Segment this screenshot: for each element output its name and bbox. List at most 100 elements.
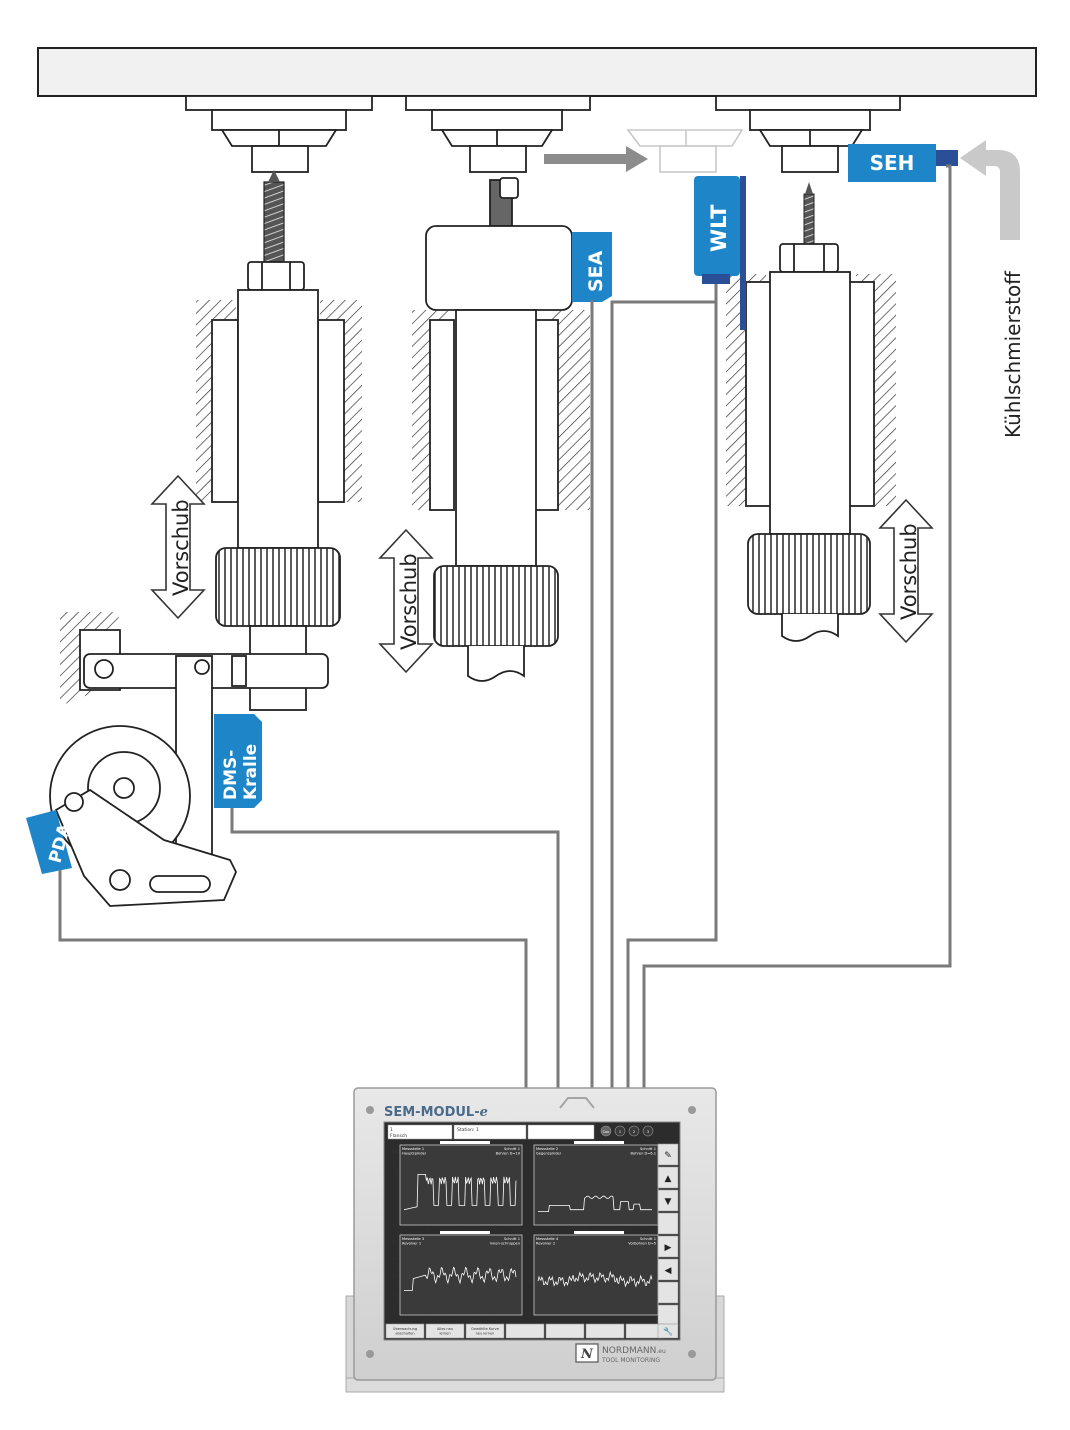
cables	[58, 164, 952, 1088]
status-icon[interactable]	[614, 1125, 626, 1137]
y-tick-label: 65	[527, 1269, 532, 1274]
seh-sensor: SEH	[848, 144, 958, 182]
spindle-body-2	[433, 309, 559, 682]
y-tick-label: 4	[396, 1195, 399, 1200]
svg-text:Flansch: Flansch	[390, 1133, 407, 1139]
status-icon[interactable]	[642, 1125, 654, 1137]
brand-name: NORDMANN.eu	[602, 1346, 666, 1356]
cable-pda	[58, 870, 528, 1088]
y-tick-label: 5	[530, 1160, 533, 1165]
status-icon-label: 3	[647, 1130, 649, 1134]
bottom-button[interactable]	[545, 1323, 585, 1339]
side-button[interactable]	[657, 1304, 679, 1327]
side-button-column: ✎▲ ▼ ▶◀	[657, 1143, 679, 1327]
bottom-button-label: Überwachung	[393, 1326, 417, 1331]
feed-label-1: Vorschub	[169, 499, 193, 596]
y-tick-label: 6	[530, 1149, 533, 1154]
nordmann-logo: N NORDMANN.eu TOOL MONITORING	[575, 1343, 666, 1364]
panel-title-right: Schnitt 1	[640, 1237, 656, 1241]
y-tick-label: 10	[393, 1160, 398, 1165]
dms-label-line1: DMS-	[221, 750, 241, 800]
signal-curve	[537, 1270, 653, 1288]
feed-label-2: Vorschub	[397, 553, 421, 650]
tool-change-ghost	[626, 129, 744, 173]
y-tick-label: 1	[530, 1207, 533, 1212]
x-tick-label: 0	[401, 1317, 404, 1322]
feed-arrow-1: Vorschub	[150, 474, 206, 620]
svg-text:N: N	[580, 1347, 594, 1362]
x-tick-label: 7.65	[626, 1317, 635, 1322]
x-tick-label: 3.47	[444, 1227, 453, 1232]
y-tick-label: 50	[527, 1299, 532, 1304]
side-button[interactable]: ◀	[657, 1258, 679, 1281]
brand-sub: TOOL MONITORING	[601, 1357, 660, 1364]
panel-title-right: Bohren D=6.1	[631, 1152, 656, 1156]
y-tick-label: 55	[527, 1289, 532, 1294]
bottom-button[interactable]	[585, 1323, 625, 1339]
x-tick-label: 1.74	[421, 1227, 430, 1232]
x-tick-label: 5.76	[650, 1227, 659, 1232]
y-tick-label: 4	[530, 1172, 533, 1177]
side-button[interactable]: ✎	[657, 1143, 679, 1166]
y-tick-label: 12	[393, 1149, 398, 1154]
arrow-down-icon: ▼	[665, 1197, 672, 1207]
y-tick-label: 70	[527, 1259, 532, 1264]
housing-hatch-3	[726, 274, 896, 507]
x-tick-label: 4.61	[626, 1227, 635, 1232]
panel-title-right: Innen-schruppen	[490, 1242, 520, 1246]
machine-beam	[37, 47, 1037, 97]
y-tick-label: 60	[527, 1279, 532, 1284]
status-icon-label: 1	[619, 1130, 621, 1134]
cable-wlt	[610, 284, 718, 1088]
housing-hatch-1	[196, 300, 362, 503]
panel-title-left: Hauptspindel	[402, 1152, 426, 1156]
x-tick-label: 1.15	[555, 1227, 564, 1232]
wlt-label: WLT	[707, 204, 731, 252]
status-icon[interactable]	[628, 1125, 640, 1137]
header-left-field[interactable]	[387, 1124, 453, 1140]
x-tick-label: 1.91	[555, 1317, 564, 1322]
y-tick-label: 8	[396, 1172, 399, 1177]
housing-hatch-2	[412, 310, 590, 511]
side-button[interactable]: ▼	[657, 1189, 679, 1212]
wlt-sensor: WLT	[694, 176, 746, 330]
y-tick-label: 6	[396, 1184, 399, 1189]
feed-arrow-2: Vorschub	[378, 528, 434, 674]
panel-unit: %	[392, 1239, 396, 1244]
side-button[interactable]	[657, 1212, 679, 1235]
x-tick-label: 0	[535, 1227, 538, 1232]
status-icon[interactable]	[600, 1125, 612, 1137]
panel-title-right: Schnitt 1	[640, 1147, 656, 1151]
status-icon-label: Con	[603, 1130, 610, 1134]
panel-unit: kW	[526, 1149, 532, 1154]
cable-dms	[230, 808, 560, 1088]
bottom-button[interactable]	[505, 1323, 545, 1339]
header-station-field[interactable]	[453, 1124, 527, 1140]
x-tick-label: 4.94	[467, 1317, 476, 1322]
x-tick-label: 5.74	[603, 1317, 612, 1322]
side-button[interactable]: ▲	[657, 1166, 679, 1189]
y-tick-label: 2	[396, 1207, 399, 1212]
device-title: SEM-MODUL-e	[384, 1105, 488, 1120]
spindle-head-1	[185, 95, 373, 173]
side-button[interactable]	[657, 1281, 679, 1304]
y-tick-label: 80	[393, 1256, 398, 1261]
sea-sensor: SEA	[572, 232, 612, 302]
spindle-head-2	[405, 95, 591, 173]
wrench-icon: 🔧	[663, 1326, 673, 1336]
x-tick-label: 3.30	[444, 1317, 453, 1322]
panel-title-left: Messstelle 1	[402, 1147, 424, 1151]
pda-disc	[49, 725, 237, 907]
side-button[interactable]: ▶	[657, 1235, 679, 1258]
panel-title-left: Revolver 1	[402, 1242, 421, 1246]
wrench-button[interactable]: 🔧	[657, 1323, 679, 1339]
